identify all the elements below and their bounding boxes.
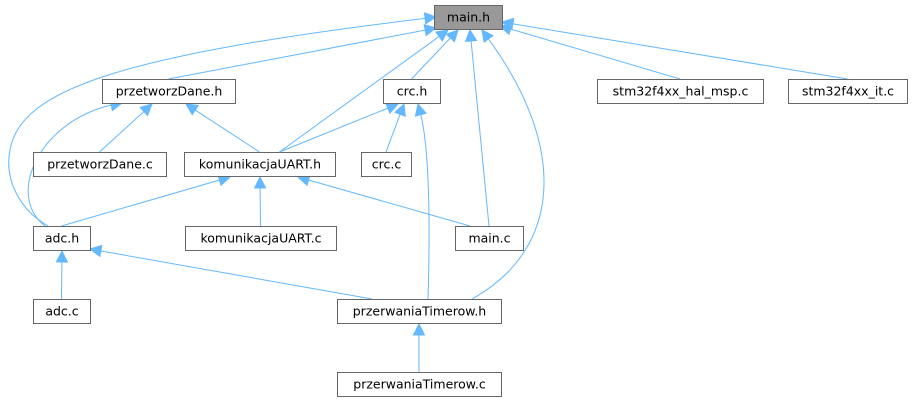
node-label: przerwaniaTimerow.h [353, 304, 486, 319]
arrowhead-przetworzDane_h-to-main_h [423, 23, 438, 37]
node-box [383, 79, 441, 104]
node-it-c[interactable]: stm32f4xx_it.c [788, 79, 908, 104]
node-box [185, 226, 337, 251]
node-komunikacjaUART-c[interactable]: komunikacjaUART.c [185, 226, 337, 251]
node-box [337, 299, 502, 324]
node-box [361, 152, 412, 177]
node-label: adc.h [45, 231, 79, 246]
arrowhead-przerwaniaTimerow_c-to-przerwaniaTimerow_h [412, 322, 426, 336]
node-adc-h[interactable]: adc.h [33, 226, 91, 251]
node-komunikacjaUART-h[interactable]: komunikacjaUART.h [184, 152, 336, 177]
arrowhead-przerwaniaTimerow_h-to-crc_h [414, 102, 428, 117]
arrowhead-crc_h-to-main_h [445, 29, 459, 43]
edge-komunikacjaUART_h-to-crc_h [279, 106, 390, 153]
node-przerwaniaTimerow-h[interactable]: przerwaniaTimerow.h [337, 299, 502, 324]
node-box [33, 299, 91, 324]
edge-crc_c-to-crc_h [385, 112, 402, 153]
nodes-layer: main.h przetworzDane.h crc.h stm32f4xx_hal_… [33, 5, 908, 397]
node-label: stm32f4xx_hal_msp.c [613, 84, 749, 99]
edge-main_c-to-main_h [470, 38, 490, 227]
node-przerwaniaTimerow-c[interactable]: przerwaniaTimerow.c [337, 372, 502, 397]
node-label: przerwaniaTimerow.c [353, 377, 486, 392]
node-main-h[interactable]: main.h [434, 5, 503, 30]
edge-przerwaniaTimerow_h-to-main_h [471, 37, 545, 300]
node-box [434, 5, 503, 30]
node-crc-c[interactable]: crc.c [361, 152, 412, 177]
arrowhead-przetworzDane_c-to-przetworzDane_h [139, 103, 153, 117]
arrowhead-komunikacjaUART_h-to-przetworzDane_h [185, 103, 200, 116]
edge-main_c-to-komunikacjaUART_h [306, 179, 471, 227]
arrowhead-main_c-to-main_h [464, 28, 478, 43]
edge-komunikacjaUART_h-to-main_h [279, 34, 441, 153]
edge-przerwaniaTimerow_h-to-adc_h [98, 250, 373, 300]
node-label: przetworzDane.h [116, 84, 223, 99]
node-label: crc.c [372, 157, 402, 172]
node-przetworzDane-h[interactable]: przetworzDane.h [102, 79, 236, 104]
node-przetworzDane-c[interactable]: przetworzDane.c [33, 152, 167, 177]
edge-komunikacjaUART_h-to-przetworzDane_h [193, 108, 260, 153]
node-box [33, 226, 91, 251]
node-box [102, 79, 236, 104]
edge-przetworzDane_c-to-przetworzDane_h [99, 109, 146, 153]
edges-layer [8, 12, 848, 372]
edge-adc_h-to-komunikacjaUART_h [61, 179, 222, 227]
arrowhead-komunikacjaUART_c-to-komunikacjaUART_h [253, 175, 267, 189]
node-label: crc.h [397, 84, 428, 99]
node-label: przetworzDane.c [47, 157, 153, 172]
node-crc-h[interactable]: crc.h [383, 79, 441, 104]
arrowhead-it_c-to-main_h [500, 17, 515, 31]
edge-przerwaniaTimerow_h-to-crc_h [419, 112, 430, 300]
node-label: stm32f4xx_it.c [802, 84, 894, 99]
node-box [788, 79, 908, 104]
arrowhead-crc_c-to-crc_h [394, 102, 406, 117]
node-hal-msp-c[interactable]: stm32f4xx_hal_msp.c [597, 79, 764, 104]
node-box [184, 152, 336, 177]
node-box [33, 152, 167, 177]
edge-it_c-to-main_h [510, 23, 848, 80]
node-main-c[interactable]: main.c [455, 226, 524, 251]
edge-przetworzDane_h-to-main_h [168, 29, 428, 80]
edge-crc_h-to-main_h [411, 36, 453, 80]
node-label: main.c [468, 231, 510, 246]
arrowhead-przerwaniaTimerow_h-to-adc_h [88, 244, 103, 258]
node-label: main.h [447, 10, 490, 25]
node-label: komunikacjaUART.c [200, 231, 321, 246]
arrowhead-komunikacjaUART_h-to-main_h [434, 29, 449, 42]
arrowhead-przerwaniaTimerow_h-to-main_h [481, 29, 494, 44]
arrowhead-adc_c-to-adc_h [55, 249, 69, 263]
node-adc-c[interactable]: adc.c [33, 299, 91, 324]
node-label: komunikacjaUART.h [199, 157, 321, 172]
edge-hal_msp_c-to-main_h [508, 28, 681, 80]
node-label: adc.c [45, 304, 78, 319]
arrowhead-adc_h-to-main_h [423, 12, 438, 25]
node-box [597, 79, 764, 104]
node-box [455, 226, 524, 251]
node-box [337, 372, 502, 397]
edge-adc_h-to-main_h [8, 17, 428, 227]
